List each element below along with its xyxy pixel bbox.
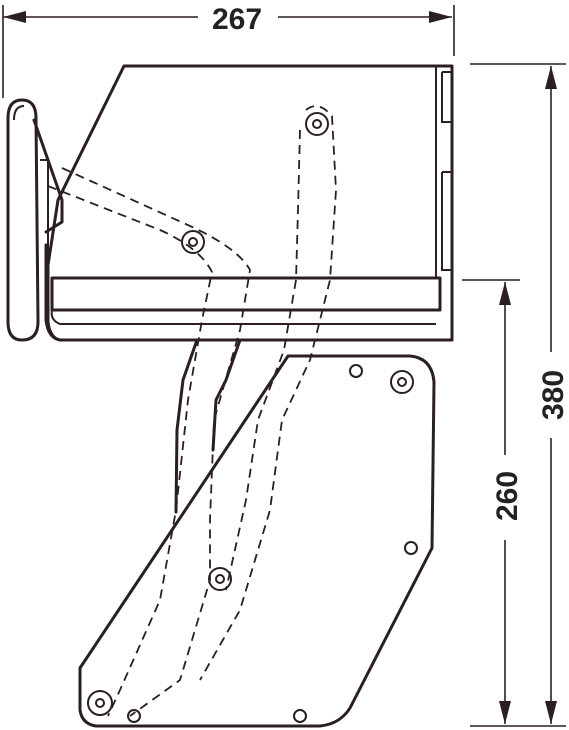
mechanism-plate	[78, 354, 436, 728]
total-height-dimension: 380	[470, 63, 569, 727]
lifting-arms	[174, 338, 242, 514]
arm-pivot-center	[312, 119, 322, 129]
plate-rivet	[293, 709, 307, 723]
arm-pivot	[305, 112, 329, 136]
basket-body	[44, 64, 454, 342]
plate-pivot	[87, 690, 113, 716]
plate-pivot-center	[397, 377, 407, 387]
front-handle	[6, 98, 64, 342]
total-height-label: 380	[537, 370, 569, 420]
plate-pivot-center	[95, 698, 105, 708]
lower-height-dimension: 260	[462, 279, 524, 724]
arm-pivot-center	[188, 237, 198, 247]
lower-height-label: 260	[491, 471, 524, 521]
plate-rivet	[349, 364, 363, 378]
plate-rivet	[404, 541, 418, 555]
plate-pivot-center	[215, 574, 225, 584]
plate-pivot	[208, 567, 232, 591]
width-label: 267	[212, 3, 262, 36]
width-dimension: 267	[2, 3, 455, 98]
plate-rivet	[127, 709, 141, 723]
hidden-linkage	[47, 105, 337, 717]
arm-pivot	[181, 230, 205, 254]
plate-pivot	[390, 370, 414, 394]
